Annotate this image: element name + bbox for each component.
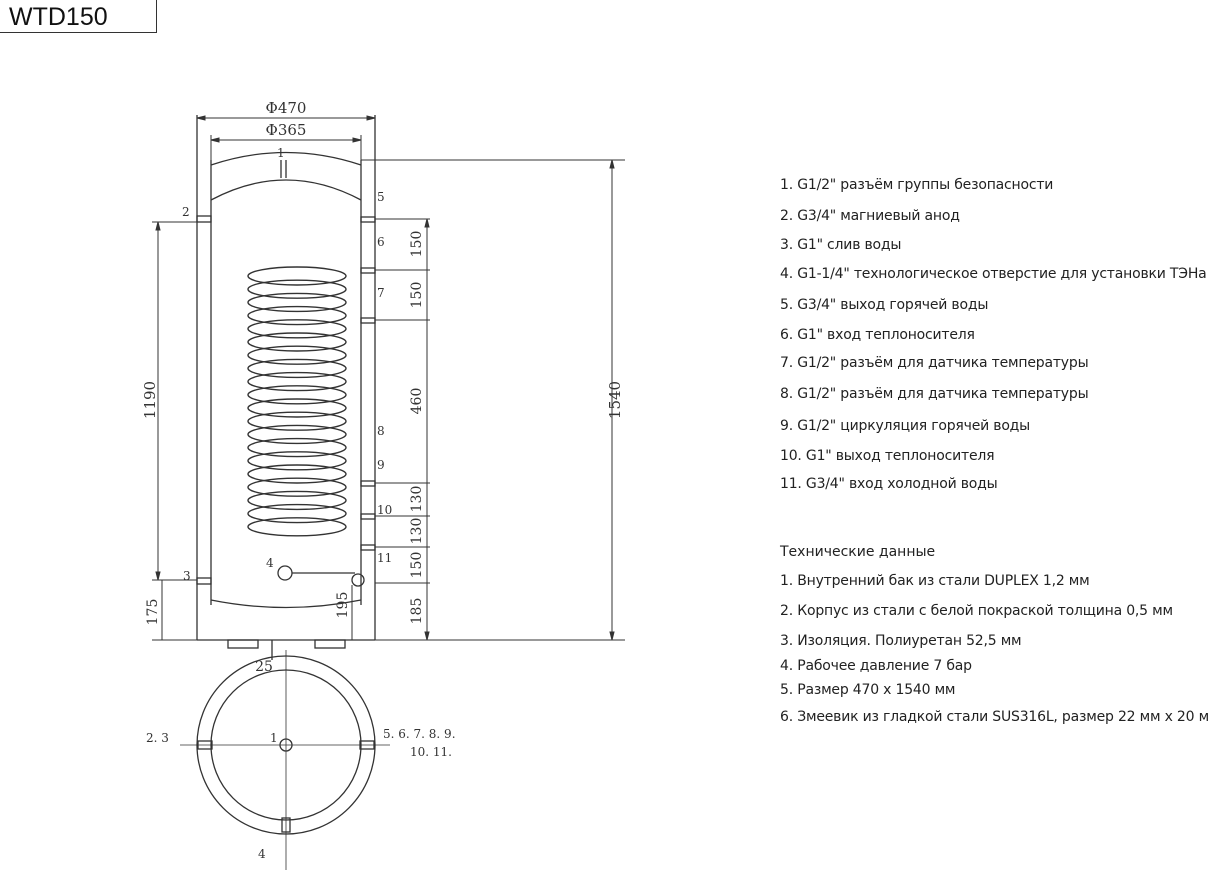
technical-drawing: Φ470 Φ365 1540 1190 175 195 25 150150460…: [141, 99, 625, 870]
port-label-11: 11: [377, 551, 392, 565]
connection-item: 1. G1/2" разъём группы безопасности: [780, 177, 1054, 193]
port-spacing-labels: 150 150 460 130 130 150 185: [409, 231, 425, 625]
coil-turn: [247, 319, 347, 339]
port-label-2: 2: [182, 205, 190, 219]
coil-turn: [247, 451, 347, 471]
right-ports: [360, 216, 376, 551]
heater-port-icon: [277, 565, 293, 581]
top-view-right-label-1: 5. 6. 7. 8. 9.: [383, 727, 456, 741]
coil-turn: [247, 490, 347, 511]
coil-turn: [247, 292, 347, 313]
port-label-6: 6: [377, 235, 385, 249]
coil-turn: [247, 503, 347, 524]
port-label-9: 9: [377, 458, 385, 472]
coil-turn: [247, 279, 347, 299]
coil-turn: [247, 371, 347, 392]
connection-item: 3. G1" слив воды: [780, 237, 902, 253]
coil-turn: [247, 437, 347, 458]
port-spacing-label: 150: [409, 282, 425, 309]
top-view-right-label-2: 10. 11.: [410, 745, 452, 759]
foot-label: 25: [255, 659, 273, 675]
port-label-1: 1: [277, 146, 285, 160]
tank-side-view: [196, 115, 376, 660]
top-view-bottom-label: 4: [258, 847, 266, 861]
inner-diameter-label: Φ365: [266, 121, 307, 139]
tank-top-view: 2. 3 5. 6. 7. 8. 9. 10. 11. 1 4: [146, 650, 456, 870]
bottom-left-label: 175: [145, 599, 161, 626]
bottom-mid-label: 195: [335, 592, 351, 619]
port-label-3: 3: [183, 569, 191, 583]
model-title: WTD150: [9, 3, 108, 31]
spec-item: 2. Корпус из стали с белой покраской тол…: [780, 603, 1173, 619]
top-view-center-label: 1: [270, 731, 278, 745]
coil-turn: [247, 305, 347, 326]
connection-item: 8. G1/2" разъём для датчика температуры: [780, 386, 1089, 402]
port-label-5: 5: [377, 190, 385, 204]
port-spacing-label: 185: [409, 598, 425, 625]
spec-item: 1. Внутренний бак из стали DUPLEX 1,2 мм: [780, 573, 1090, 589]
coil-turn: [247, 477, 347, 497]
dimension-lines: [152, 115, 625, 641]
port-numbers: 1 2 3 4 5 6 7 8 9 10 11: [182, 146, 392, 583]
port-spacing-label: 150: [409, 552, 425, 579]
coil-turn: [247, 411, 347, 431]
port-label-7: 7: [377, 286, 385, 300]
coil-turn: [247, 345, 347, 365]
dimension-labels: Φ470 Φ365 1540 1190 175 195 25 150150460…: [141, 99, 624, 675]
coil-turn: [247, 385, 347, 405]
coil-turn: [247, 464, 347, 484]
port-label-8: 8: [377, 424, 385, 438]
specs-title: Технические данные: [780, 544, 936, 560]
spec-item: 3. Изоляция. Полиуретан 52,5 мм: [780, 633, 1022, 649]
coil-turn: [247, 358, 347, 379]
connection-item: 11. G3/4" вход холодной воды: [780, 476, 998, 492]
coil-turn: [247, 266, 347, 286]
coil-turn: [247, 517, 347, 537]
coil-turn: [247, 332, 347, 352]
connection-item: 9. G1/2" циркуляция горячей воды: [780, 418, 1031, 434]
model-title-box: WTD150: [0, 0, 157, 33]
connection-item: 6. G1" вход теплоносителя: [780, 327, 975, 343]
spec-item: 4. Рабочее давление 7 бар: [780, 658, 972, 674]
coil-turn: [247, 398, 347, 418]
left-height-label: 1190: [141, 381, 159, 419]
port-spacing-label: 460: [409, 388, 425, 415]
coil-turn: [247, 424, 347, 445]
port-spacing-label: 150: [409, 231, 425, 258]
port-label-10: 10: [377, 503, 392, 517]
outer-diameter-label: Φ470: [266, 99, 307, 117]
connection-item: 2. G3/4" магниевый анод: [780, 208, 960, 224]
spec-item: 5. Размер 470 х 1540 мм: [780, 682, 956, 698]
total-height-label: 1540: [606, 381, 624, 419]
port-spacing-label: 130: [409, 518, 425, 545]
heat-exchanger-coil: [247, 266, 347, 537]
connection-item: 10. G1" выход теплоносителя: [780, 448, 995, 464]
port-spacing-label: 130: [409, 486, 425, 513]
connection-item: 5. G3/4" выход горячей воды: [780, 297, 989, 313]
port-label-4: 4: [266, 556, 274, 570]
connection-item: 4. G1-1/4" технологическое отверстие для…: [780, 266, 1207, 282]
spec-item: 6. Змеевик из гладкой стали SUS316L, раз…: [780, 709, 1209, 725]
top-view-left-label: 2. 3: [146, 731, 169, 745]
connection-item: 7. G1/2" разъём для датчика температуры: [780, 355, 1089, 371]
